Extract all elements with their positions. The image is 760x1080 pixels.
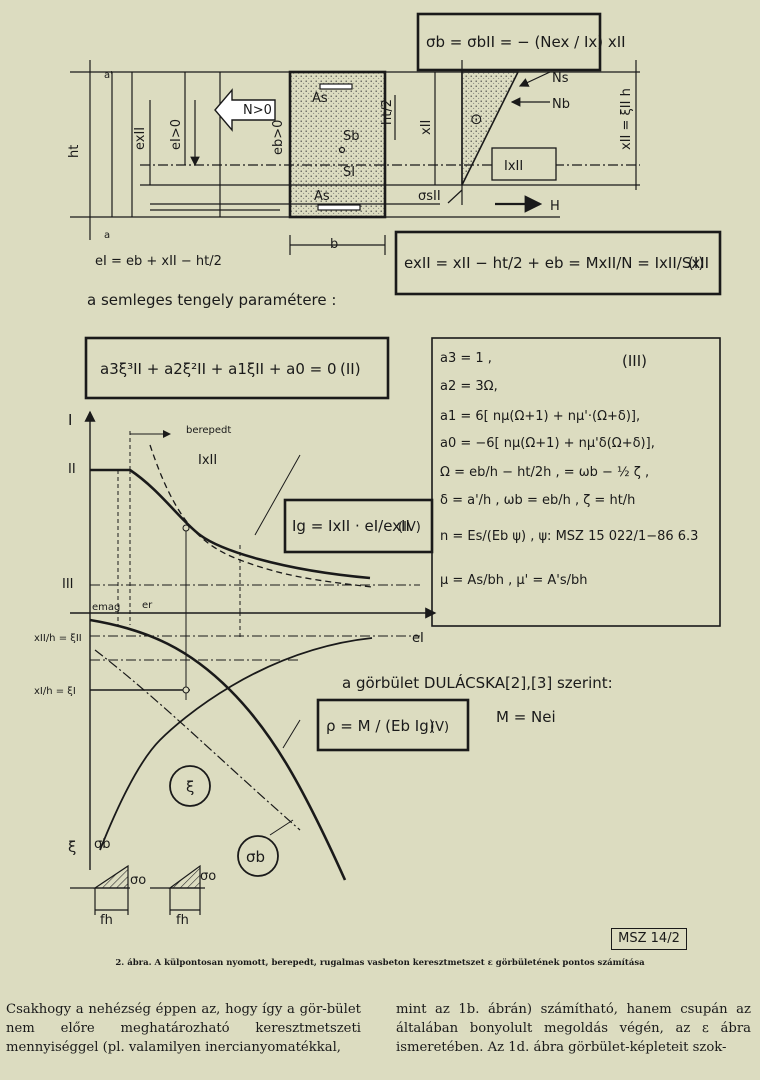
label-emag: emag xyxy=(92,602,120,613)
label-ns: Ns xyxy=(552,71,569,86)
label-xii-h: xII/h = ξII xyxy=(34,633,82,644)
label-sigma-s: σsII xyxy=(418,189,441,204)
params-tag: (III) xyxy=(622,352,647,370)
body-text-right: mint az 1b. ábrán) számítható, hanem csu… xyxy=(396,1002,751,1055)
label-sb: Sb xyxy=(343,129,360,144)
figure-stamp: MSZ 14/2 xyxy=(611,928,687,950)
label-xi-circle: ξ xyxy=(186,778,194,796)
label-xi-h: xI/h = ξI xyxy=(34,686,76,697)
cross-section-drawing xyxy=(70,60,640,255)
concrete-section xyxy=(288,70,387,219)
sigma-circle xyxy=(237,835,279,877)
figure-diagram: σb = σbII = − (Nex / Ix) xII eI = eb + x… xyxy=(34,12,722,928)
curvature-title: a görbület DULÁCSKA[2],[3] szerint: xyxy=(342,673,613,692)
label-ei-axis: eI xyxy=(412,631,424,646)
ex-equation-tag: (I) xyxy=(688,254,704,272)
label-a-top: a' xyxy=(104,70,113,81)
label-sigma-o2: σo xyxy=(200,869,216,884)
params-box xyxy=(431,337,721,627)
xi-circle xyxy=(169,765,211,807)
label-xi-axis: ξ xyxy=(68,838,76,856)
label-h-force: H xyxy=(550,199,560,214)
neutral-axis-title: a semleges tengely paramétere : xyxy=(87,291,336,309)
cubic-equation-tag: (II) xyxy=(340,360,361,378)
body-text-left: Csakhogy a nehézség éppen az, hogy így a… xyxy=(6,1002,361,1055)
cubic-equation: a3ξ³II + a2ξ²II + a1ξII + a0 = 0 xyxy=(100,360,337,378)
label-ii: II xyxy=(68,462,76,477)
params-line-1: a3 = 1 , xyxy=(440,351,492,366)
ex-equation: exII = xII − ht/2 + eb = MxII/N = IxII/S… xyxy=(404,254,709,272)
label-ht: ht xyxy=(67,145,82,158)
label-nb: Nb xyxy=(552,97,570,112)
params-line-2: a2 = 3Ω, xyxy=(440,379,498,394)
rho-equation-box xyxy=(316,698,470,752)
label-iii: III xyxy=(62,577,74,592)
rho-equation: ρ = M / (Eb Ig) xyxy=(326,717,435,735)
label-sigma-circle: σb xyxy=(246,848,265,866)
label-xfh: xII = ξII h xyxy=(619,88,634,150)
label-fh2: fh xyxy=(176,913,189,928)
label-eb: eb>0 xyxy=(271,120,286,155)
ex-equation-box xyxy=(394,230,722,296)
label-as-top: As xyxy=(312,91,328,106)
rho-equation-tag: (V) xyxy=(430,720,449,735)
ig-equation-tag: (IV) xyxy=(398,520,421,535)
ig-equation-box xyxy=(283,498,434,554)
e-one-equation: eI = eb + xII − ht/2 xyxy=(95,254,222,269)
label-sigma-o1: σo xyxy=(130,873,146,888)
params-line-4: a0 = −6[ nμ(Ω+1) + nμ'δ(Ω+δ)], xyxy=(440,436,655,451)
label-a-bottom: a xyxy=(104,230,110,241)
label-ex: exII xyxy=(133,127,148,150)
label-theta: ⊙ xyxy=(470,110,483,128)
label-xii: xII xyxy=(419,120,434,135)
stress-sketches xyxy=(70,864,205,915)
label-si: SI xyxy=(343,165,355,180)
label-sigma-b: σb xyxy=(94,837,111,852)
params-line-6: δ = a'/h , ωb = eb/h , ζ = ht/h xyxy=(440,493,635,508)
label-b: b xyxy=(330,237,338,252)
label-as-bottom: As xyxy=(314,189,330,204)
label-ix: IxII xyxy=(504,159,523,174)
params-line-8: μ = As/bh , μ' = A's/bh xyxy=(440,573,587,588)
label-e1: eI>0 xyxy=(169,119,184,150)
label-i-axis: I xyxy=(68,411,72,429)
label-er: er xyxy=(142,600,153,611)
ig-equation: Ig = IxII · eI/exII xyxy=(292,517,410,535)
params-line-7: n = Es/(Eb ψ) , ψ: MSZ 15 022/1−86 6.3 xyxy=(440,529,698,544)
label-fh1: fh xyxy=(100,913,113,928)
label-berepedt: berepedt xyxy=(186,425,231,436)
label-n-force: N>0 xyxy=(243,103,272,118)
params-line-3: a1 = 6[ nμ(Ω+1) + nμ'·(Ω+δ)], xyxy=(440,409,640,424)
graph xyxy=(70,410,437,881)
label-ixii: IxII xyxy=(198,453,217,468)
sigma-equation-box xyxy=(416,12,602,72)
sigma-equation: σb = σbII = − (Nex / Ix) xII xyxy=(426,33,626,51)
cubic-equation-box xyxy=(84,336,390,400)
params-line-5: Ω = eb/h − ht/2h , = ωb − ½ ζ , xyxy=(440,465,649,480)
figure-caption: 2. ábra. A külpontosan nyomott, berepedt… xyxy=(115,958,645,968)
moment-equation: M = Nei xyxy=(496,708,556,726)
label-ht2: ht/2 xyxy=(380,99,395,125)
